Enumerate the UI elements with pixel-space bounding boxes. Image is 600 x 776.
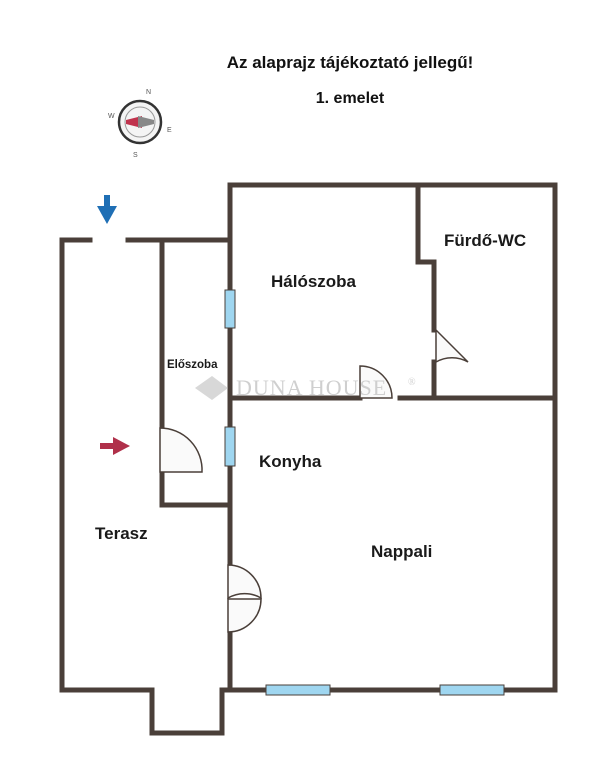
room-label-hallway: Előszoba xyxy=(167,359,218,371)
floor-label: 1. emelet xyxy=(315,90,385,107)
room-label-bedroom: Hálószoba xyxy=(271,272,357,291)
door-terrace-lower xyxy=(227,598,262,633)
compass-label-w: W xyxy=(108,113,115,120)
room-label-kitchen: Konyha xyxy=(259,452,322,471)
door-bedroom xyxy=(359,365,393,399)
door-entrance-hall xyxy=(159,427,203,473)
window-living-2 xyxy=(439,684,505,696)
compass-label-n: N xyxy=(146,89,151,96)
door-terrace-upper xyxy=(227,564,262,600)
entry-arrow-icon xyxy=(97,195,117,224)
window-kitchen xyxy=(224,426,236,467)
compass-icon: N E S W xyxy=(108,89,172,159)
doors xyxy=(159,328,469,633)
watermark: DUNA HOUSE ® xyxy=(195,375,417,400)
plan-disclaimer: Az alaprajz tájékoztató jellegű! xyxy=(226,53,474,72)
door-bathroom xyxy=(435,328,469,364)
window-bedroom xyxy=(224,289,236,329)
window-living-1 xyxy=(265,684,331,696)
compass-label-s: S xyxy=(133,152,138,159)
room-label-living-room: Nappali xyxy=(371,542,432,561)
watermark-brand: DUNA HOUSE xyxy=(236,375,387,400)
room-label-terrace: Terasz xyxy=(95,524,148,543)
windows xyxy=(224,289,505,696)
terrace-arrow-icon xyxy=(100,437,130,455)
room-label-bathroom: Fürdő-WC xyxy=(444,231,526,250)
compass-label-e: E xyxy=(167,127,172,134)
watermark-registered-mark: ® xyxy=(408,377,417,388)
